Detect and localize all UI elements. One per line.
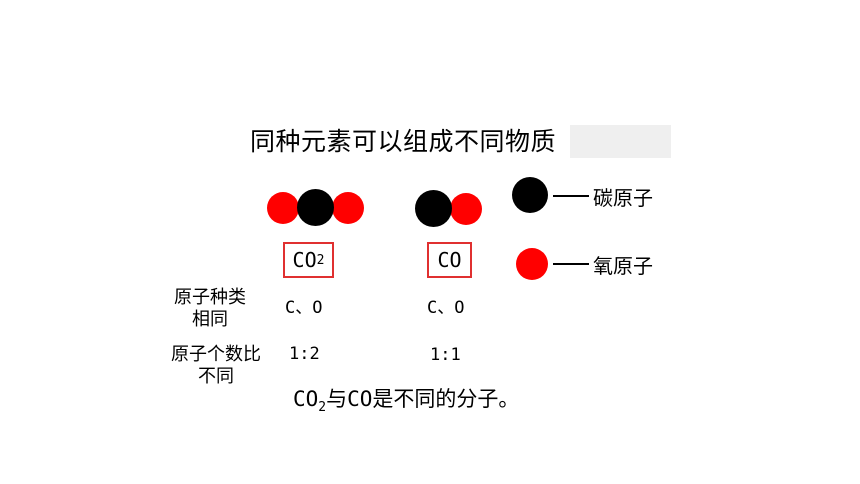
row-label-line: 原子个数比 — [171, 344, 261, 365]
co-formula-main: CO — [437, 248, 462, 272]
co2-atom-types: C、O — [285, 298, 323, 318]
row-label-atom-ratio: 原子个数比 不同 — [158, 344, 274, 388]
legend-carbon-line — [553, 195, 589, 197]
conclusion-formula-co: CO — [347, 387, 373, 411]
title-highlight — [570, 125, 671, 158]
co2-atom-ratio: 1:2 — [289, 344, 320, 364]
row-label-line: 相同 — [192, 309, 228, 330]
legend-oxygen-label: 氧原子 — [593, 254, 653, 278]
oxygen-atom — [450, 193, 482, 225]
co-formula-box: CO — [427, 242, 472, 278]
legend-oxygen-line — [553, 263, 589, 265]
conclusion-conjunction: 与 — [326, 387, 348, 411]
conclusion-formula-co2: CO — [293, 387, 319, 411]
legend-carbon-label: 碳原子 — [593, 186, 653, 210]
oxygen-atom — [332, 192, 364, 224]
co2-formula-main: CO — [292, 248, 317, 272]
row-label-line: 不同 — [198, 366, 234, 387]
carbon-atom — [415, 190, 452, 227]
carbon-atom — [297, 189, 334, 226]
co2-formula-subscript: 2 — [316, 252, 325, 268]
legend-oxygen-atom-icon — [516, 248, 548, 280]
row-label-atom-types: 原子种类 相同 — [158, 287, 262, 331]
co-atom-ratio: 1:1 — [430, 345, 461, 365]
legend-carbon-atom-icon — [512, 177, 548, 213]
page-title: 同种元素可以组成不同物质 — [250, 127, 557, 156]
oxygen-atom — [267, 192, 299, 224]
row-label-line: 原子种类 — [174, 287, 246, 308]
conclusion-statement: 是不同的分子。 — [372, 387, 520, 411]
conclusion-text: CO2与CO是不同的分子。 — [293, 383, 519, 415]
conclusion-subscript: 2 — [318, 400, 327, 415]
co-atom-types: C、O — [427, 298, 465, 318]
